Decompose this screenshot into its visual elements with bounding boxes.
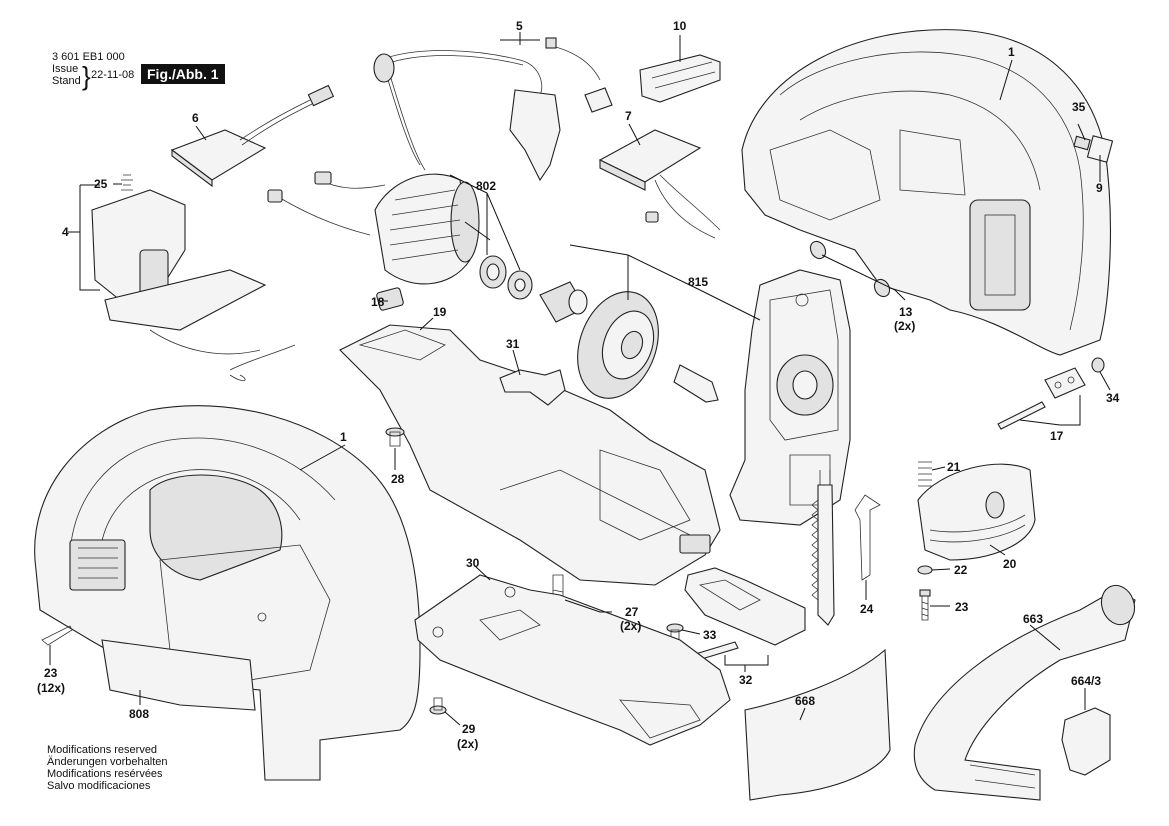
brace-symbol: }	[82, 61, 91, 91]
part-bearing	[479, 255, 507, 289]
callout-labels: 1 1 4 5 6 7 9 10 13 (2x) 17 18 19 20 21 …	[37, 19, 1120, 751]
callout-7: 7	[625, 109, 632, 123]
part-washer-22	[917, 565, 933, 575]
part-bracket-664	[1061, 707, 1111, 776]
document-number: 3 601 EB1 000	[52, 51, 125, 63]
issue-date: 22-11-08	[91, 69, 135, 81]
part-motor-802	[374, 173, 491, 285]
part-screw-29	[429, 697, 447, 715]
part-9	[1086, 135, 1114, 163]
callout-22: 22	[954, 563, 968, 577]
stand-label: Stand	[52, 75, 81, 87]
part-screw-33	[666, 623, 684, 641]
note-english: Modifications reserved	[47, 744, 158, 756]
callout-31: 31	[506, 337, 520, 351]
part-housing-left	[34, 405, 421, 781]
note-french: Modifications resérvées	[47, 768, 163, 780]
callout-21: 21	[947, 460, 961, 474]
part-switch-assembly-4	[91, 174, 296, 382]
callout-23-left-qty: (12x)	[37, 681, 65, 695]
callout-25: 25	[94, 177, 108, 191]
callout-802: 802	[476, 179, 496, 193]
part-guide-plate-32	[684, 567, 806, 646]
callout-32: 32	[739, 673, 753, 687]
callout-18: 18	[371, 295, 385, 309]
part-guard-20	[917, 463, 1036, 561]
part-fan-bushing	[539, 281, 588, 323]
callout-815: 815	[688, 275, 708, 289]
callout-20: 20	[1003, 557, 1017, 571]
callout-9: 9	[1096, 181, 1103, 195]
callout-808: 808	[129, 707, 149, 721]
part-switch-5	[267, 37, 613, 236]
part-dust-adapter-663	[913, 584, 1136, 801]
part-pcb-7	[598, 129, 721, 239]
part-screw-23	[919, 589, 931, 621]
part-base-shoe-30	[414, 574, 731, 746]
callout-663: 663	[1023, 612, 1043, 626]
callout-5: 5	[516, 19, 523, 33]
part-square-18	[376, 287, 404, 311]
callout-34: 34	[1106, 391, 1120, 405]
part-housing-right	[741, 29, 1111, 356]
callout-29: 29	[462, 722, 476, 736]
part-clip-24	[854, 494, 881, 581]
callout-668: 668	[795, 694, 815, 708]
callout-33: 33	[703, 628, 717, 642]
part-gear-housing-815	[729, 269, 851, 626]
modifications-note: Modifications reserved Änderungen vorbeh…	[47, 744, 167, 792]
part-screw-23-left	[41, 625, 73, 646]
part-shield-668	[744, 648, 891, 801]
callout-4: 4	[62, 225, 69, 239]
leader-lines	[49, 32, 1111, 726]
callout-19: 19	[433, 305, 447, 319]
issue-label: Issue	[52, 63, 79, 75]
part-35	[1073, 135, 1091, 151]
note-german: Änderungen vorbehalten	[47, 756, 168, 768]
callout-27-qty: (2x)	[620, 619, 641, 633]
callout-23-left: 23	[44, 666, 58, 680]
part-base-19	[339, 324, 721, 586]
callout-6: 6	[192, 111, 199, 125]
part-spring-21	[918, 461, 932, 487]
callout-29-qty: (2x)	[457, 737, 478, 751]
part-screw-28	[385, 427, 405, 447]
callout-28: 28	[391, 472, 405, 486]
part-clamp-31	[499, 369, 566, 406]
part-pinion	[507, 270, 533, 300]
callout-13-qty: (2x)	[894, 319, 915, 333]
callout-13: 13	[899, 305, 913, 319]
figure-badge: Fig./Abb. 1	[141, 64, 225, 84]
part-roller-13	[809, 240, 891, 298]
callout-24: 24	[860, 602, 874, 616]
callout-17: 17	[1050, 429, 1064, 443]
callout-1-right: 1	[1008, 45, 1015, 59]
callout-664-3: 664/3	[1071, 674, 1101, 688]
callout-10: 10	[673, 19, 687, 33]
part-roller-holder-17	[997, 357, 1105, 430]
callout-27: 27	[625, 605, 639, 619]
callout-35: 35	[1072, 100, 1086, 114]
callout-1-left: 1	[340, 430, 347, 444]
part-pcb-6	[170, 84, 335, 188]
part-cover-10	[639, 54, 721, 103]
callout-23-right: 23	[955, 600, 969, 614]
callout-30: 30	[466, 556, 480, 570]
note-spanish: Salvo modificaciones	[47, 780, 151, 792]
part-bevel-gear	[577, 291, 719, 403]
